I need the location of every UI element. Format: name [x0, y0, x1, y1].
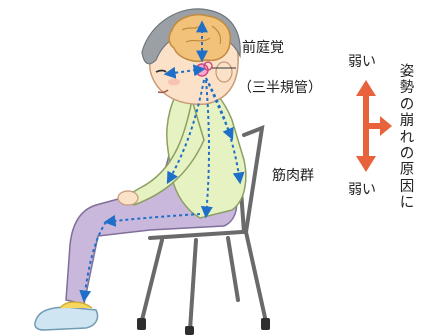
- weak-top-label: 弱い: [348, 54, 376, 71]
- muscles-label: 筋肉群: [272, 168, 314, 185]
- cause-title: 姿勢の崩れの原因に: [398, 64, 416, 212]
- brain: [169, 15, 230, 61]
- semicircular-label: （三半規管）: [238, 80, 322, 97]
- weakness-arrow: [356, 80, 392, 172]
- vestibular-label: 前庭覚: [242, 40, 284, 57]
- hand: [118, 191, 138, 205]
- slipper: [35, 307, 98, 330]
- slipper-strap: [60, 302, 92, 308]
- chair-feet: [137, 318, 270, 335]
- weak-bottom-label: 弱い: [348, 182, 376, 199]
- ear: [216, 62, 232, 82]
